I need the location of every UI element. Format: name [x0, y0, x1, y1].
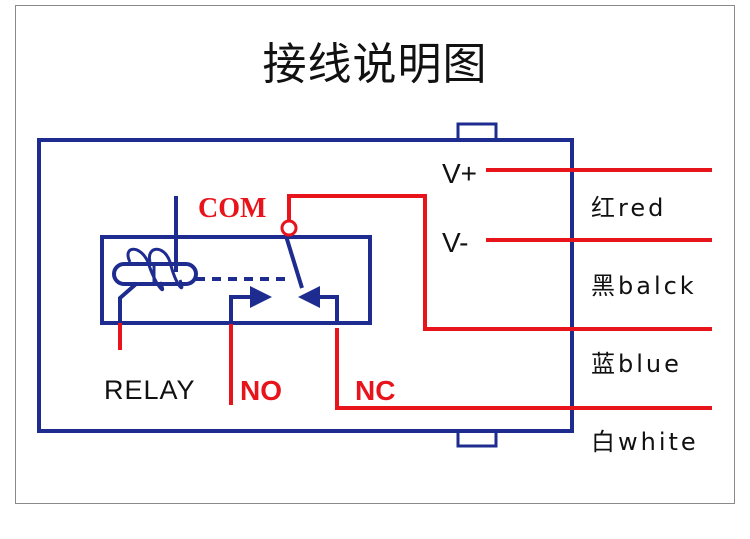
com-label: COM [198, 193, 266, 224]
com-wire-blue [287, 194, 712, 331]
coil-lead-bottom [118, 282, 138, 323]
nc-label: NC [355, 375, 395, 406]
vminus-label: V- [442, 227, 468, 258]
wire-label-black: 黑balck [591, 272, 697, 300]
relay-body [100, 235, 372, 325]
no-label: NO [240, 375, 282, 406]
com-terminal [280, 219, 298, 237]
wire-label-red: 红red [591, 194, 667, 222]
relay-label: RELAY [104, 375, 196, 405]
nc-wire-white [335, 328, 712, 410]
page-frame [15, 5, 735, 504]
no-contact-lead [229, 295, 252, 323]
diagram-title: 接线说明图 [262, 39, 488, 90]
switch-arm [284, 235, 304, 289]
wire-label-white: 白white [591, 428, 699, 456]
no-contact-arrow [250, 286, 272, 308]
wire-label-blue: 蓝blue [591, 350, 682, 378]
nc-contact-lead [318, 295, 339, 323]
coil-winding [126, 247, 184, 292]
mounting-tab-bottom [456, 429, 498, 448]
nc-contact-arrow [298, 286, 320, 308]
vplus-label: V+ [442, 158, 477, 189]
mounting-tab-top [456, 122, 498, 142]
module-outline [37, 138, 574, 433]
